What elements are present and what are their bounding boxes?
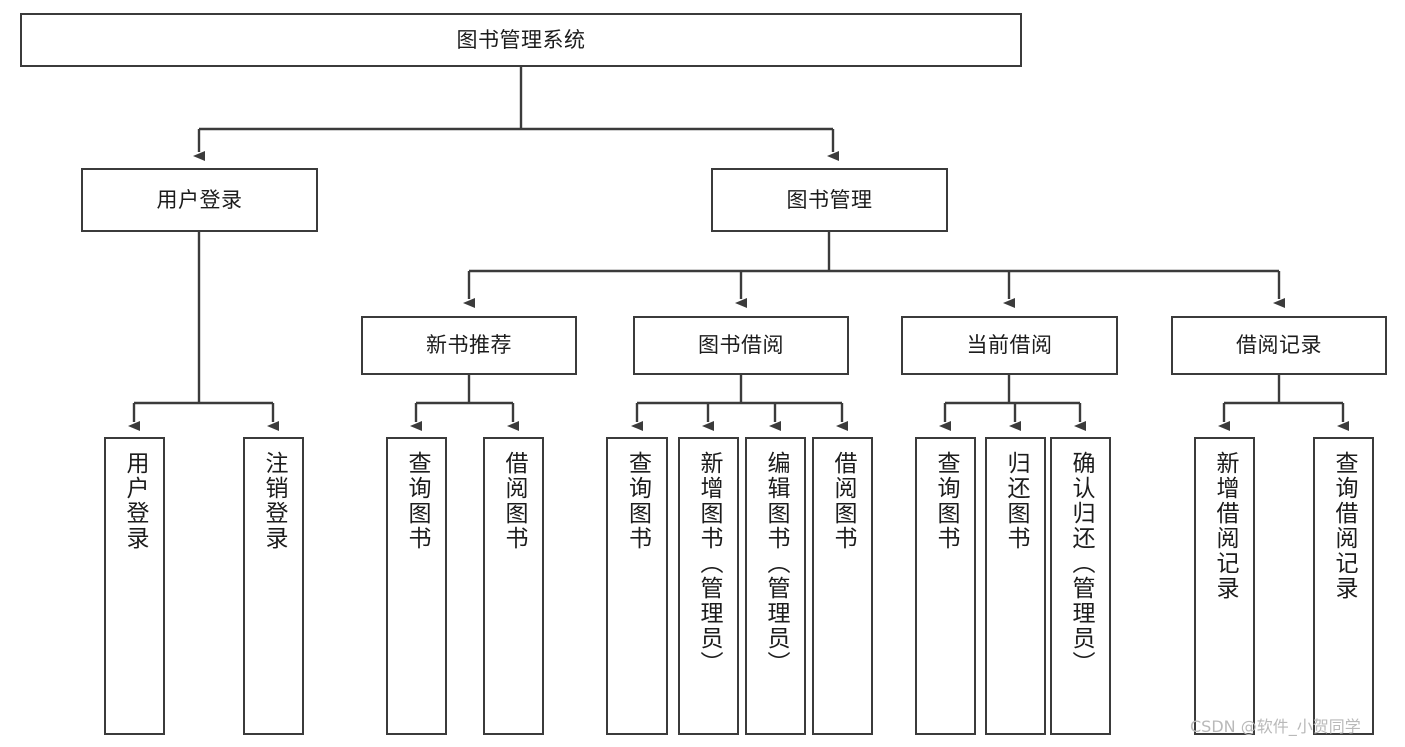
- leaf-borrow-record-add[interactable]: 新增借阅记录: [1194, 437, 1255, 735]
- node-label: 查询图书: [404, 451, 430, 551]
- leaf-book-borrow-borrow[interactable]: 借阅图书: [812, 437, 873, 735]
- leaf-user-login-login[interactable]: 用户登录: [104, 437, 165, 735]
- node-label: 借阅图书: [501, 451, 527, 551]
- leaf-book-borrow-add[interactable]: 新增图书（管理员）: [678, 437, 739, 735]
- node-book-management[interactable]: 图书管理: [711, 168, 948, 232]
- node-borrow-record[interactable]: 借阅记录: [1171, 316, 1387, 375]
- leaf-current-borrow-confirm-return[interactable]: 确认归还（管理员）: [1050, 437, 1111, 735]
- node-label: 新增借阅记录: [1212, 451, 1238, 601]
- watermark-text: CSDN @软件_小贺同学: [1190, 717, 1361, 736]
- node-label: 用户登录: [122, 451, 148, 551]
- node-label: 新增图书（管理员）: [696, 451, 722, 676]
- leaf-user-login-logout[interactable]: 注销登录: [243, 437, 304, 735]
- node-current-borrow[interactable]: 当前借阅: [901, 316, 1118, 375]
- node-book-borrow[interactable]: 图书借阅: [633, 316, 849, 375]
- node-label: 查询图书: [624, 451, 651, 551]
- node-label: 查询图书: [933, 451, 959, 551]
- leaf-new-book-query[interactable]: 查询图书: [386, 437, 447, 735]
- node-label: 借阅记录: [1236, 333, 1322, 358]
- node-label: 新书推荐: [426, 333, 512, 358]
- node-label: 归还图书: [1003, 451, 1029, 551]
- leaf-borrow-record-query[interactable]: 查询借阅记录: [1313, 437, 1374, 735]
- node-label: 用户登录: [156, 187, 243, 212]
- node-label: 注销登录: [261, 451, 287, 551]
- leaf-current-borrow-query[interactable]: 查询图书: [915, 437, 976, 735]
- node-label: 图书借阅: [698, 333, 784, 358]
- leaf-book-borrow-edit[interactable]: 编辑图书（管理员）: [745, 437, 806, 735]
- leaf-book-borrow-query[interactable]: 查询图书: [606, 437, 668, 735]
- node-label: 编辑图书（管理员）: [763, 451, 789, 676]
- node-new-book-recommend[interactable]: 新书推荐: [361, 316, 577, 375]
- node-label: 图书管理: [786, 187, 873, 212]
- node-label: 借阅图书: [830, 451, 856, 551]
- node-label: 确认归还（管理员）: [1068, 451, 1094, 676]
- node-user-login[interactable]: 用户登录: [81, 168, 318, 232]
- leaf-current-borrow-return[interactable]: 归还图书: [985, 437, 1046, 735]
- node-label: 当前借阅: [966, 333, 1053, 358]
- node-label: 查询借阅记录: [1331, 451, 1357, 601]
- leaf-new-book-borrow[interactable]: 借阅图书: [483, 437, 544, 735]
- node-root-system[interactable]: 图书管理系统: [20, 13, 1022, 67]
- node-label: 图书管理系统: [456, 27, 586, 52]
